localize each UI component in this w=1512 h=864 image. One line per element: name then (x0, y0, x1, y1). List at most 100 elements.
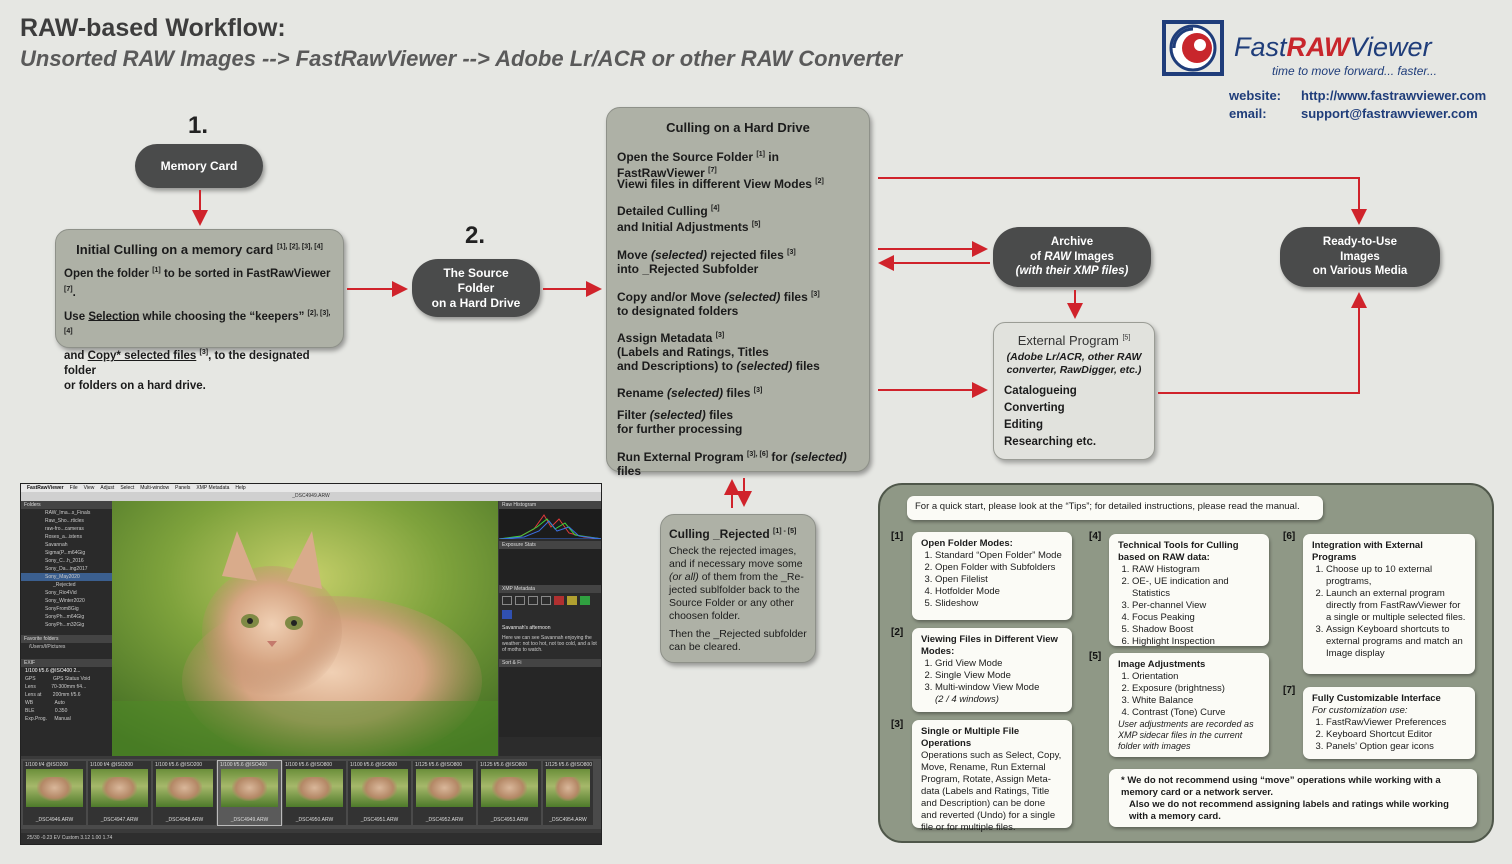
folder-item[interactable]: Savannah (45, 542, 68, 548)
hd-i1: Open the Source Folder (617, 150, 754, 164)
reject-toggle[interactable] (502, 596, 512, 605)
ext-item: Researching etc. (1004, 436, 1097, 448)
fastrawviewer-logo: FastRAWViewer time to move forward... fa… (1160, 18, 1500, 80)
hd-i6c-end: files (795, 359, 820, 373)
source-folder-l1: The Source (443, 265, 509, 280)
folder-item[interactable]: Sony_Da...ing2017 (45, 566, 88, 572)
folder-item[interactable]: Sony_C...h_2016 (45, 558, 84, 564)
ic-line1b: to be sorted in FastRawViewer (163, 267, 331, 280)
exif-key: Exp.Prog. (25, 716, 47, 722)
note-customizable: Fully Customizable Interface For customi… (1303, 687, 1475, 759)
note7-item: Keyboard Shortcut Editor (1326, 729, 1466, 741)
email-link[interactable]: support@fastrawviewer.com (1301, 106, 1478, 121)
folder-item[interactable]: SonyPh...m64Gig (45, 614, 85, 620)
folder-item[interactable]: SonyPh...m32Gig (45, 622, 85, 628)
color-label-blue[interactable] (502, 609, 512, 619)
menu-item[interactable]: File (69, 485, 78, 491)
hd-i6c: and Descriptions) to (617, 359, 734, 373)
warning-2: Also we do not recommend assigning label… (1129, 799, 1449, 822)
folder-item[interactable]: raw-fro...cameras (45, 526, 84, 532)
note2-title: Viewing Files in Different View Modes: (921, 634, 1058, 657)
ic-line1-ref: [1] (152, 267, 161, 274)
menu-item[interactable]: FastRawViewer (27, 485, 64, 491)
exif-value: GPS Status Void (52, 676, 91, 682)
thumbnail-selected[interactable]: 1/100 f/5.6 @ISO400_DSC4949.ARW (217, 760, 282, 826)
thumbnail[interactable]: 1/100 f/4 @ISO200_DSC4946.ARW (23, 761, 86, 825)
cr-p2: Then the _Rejected subfolder can be clea… (669, 628, 807, 653)
source-folder-l3: on a Hard Drive (431, 295, 521, 310)
menu-item[interactable]: Panels (175, 485, 191, 491)
color-label-green[interactable] (580, 596, 590, 605)
thumbnail[interactable]: 1/125 f/5.6 @ISO800_DSC4952.ARW (413, 761, 476, 825)
email-label: email: (1229, 106, 1267, 121)
thumb-caption: 1/125 f/5.6 @ISO800 (415, 762, 463, 768)
folders-header: Folders (21, 501, 112, 509)
folder-item[interactable]: Sony_Rio4Vid (45, 590, 77, 596)
menu-item[interactable]: Multi-window (140, 485, 170, 491)
quick-start-note: For a quick start, please look at the “T… (907, 496, 1323, 520)
thumb-filename: _DSC4951.ARW (360, 817, 399, 823)
initial-culling-box: Initial Culling on a memory card [1], [2… (55, 229, 344, 392)
ref-5: [5] (1089, 651, 1102, 662)
initial-culling-title: Initial Culling on a memory card (76, 242, 274, 257)
thumb-caption: 1/100 f/5.6 @ISO800 (350, 762, 398, 768)
note-technical-tools: Technical Tools for Culling based on RAW… (1109, 534, 1269, 647)
source-folder-l2: Folder (457, 280, 495, 295)
exif-value: Auto (54, 700, 65, 706)
exif-head: 1/100 f/5.6 @ISO400 2... (25, 668, 81, 674)
note7-title: Fully Customizable Interface (1312, 693, 1441, 704)
initial-culling-title-refs: [1], [2], [3], [4] (276, 243, 323, 251)
xmp-title-field[interactable]: Savannah's afternoon (502, 625, 551, 631)
window-title: _DSC4949.ARW (292, 493, 330, 499)
xmp-description-field[interactable]: Here we can see Savannah enjoying the we… (502, 635, 597, 653)
exif-row: GPS GPS Status Void (21, 675, 112, 683)
menu-item[interactable]: Adjust (100, 485, 115, 491)
thumb-caption: 1/100 f/4 @ISO200 (25, 762, 68, 768)
ready-node: Ready-to-Use Images on Various Media (1280, 227, 1440, 287)
memory-card-label: Memory Card (160, 158, 238, 173)
menu-item[interactable]: XMP Metadata (196, 485, 230, 491)
favorites-header: Favorite folders (21, 635, 112, 643)
hd-i5a-it: (selected) (724, 290, 781, 304)
menu-item[interactable]: Select (120, 485, 135, 491)
note4-item: OE-, UE indication and Statistics (1132, 576, 1260, 600)
ic-selection: Selection (88, 310, 140, 323)
hd-i2-ref: [2] (815, 178, 824, 185)
hd-i7a-end: files (726, 386, 751, 400)
cr-p1-it: (or all) (669, 571, 699, 583)
thumbnail[interactable]: 1/100 f/5.6 @ISO800_DSC4950.ARW (283, 761, 346, 825)
star-icon[interactable] (515, 596, 525, 605)
thumb-filename: _DSC4950.ARW (295, 817, 334, 823)
ext-item: Catalogueing (1004, 385, 1077, 397)
ic-line3b: , to the designated folder (64, 350, 310, 378)
folder-item[interactable]: Roses_a...istens (45, 534, 82, 540)
folder-item[interactable]: Raw_Sho...rticles (45, 518, 84, 524)
color-label-red[interactable] (554, 596, 564, 605)
archive-node: Archive of RAW Images (with their XMP fi… (993, 227, 1151, 287)
thumbnail[interactable]: 1/100 f/5.6 @ISO800 _DSC4951.ARW (348, 761, 411, 825)
folder-item[interactable]: RAW_Ima...s_Finals (45, 510, 91, 516)
folder-item[interactable]: _Rejected (53, 582, 76, 588)
favorite-item[interactable]: /Users/l/Pictures (29, 644, 66, 650)
thumbnail[interactable]: 1/125 f/5.6 @ISO800_DSC4953.ARW (478, 761, 541, 825)
folder-item[interactable]: Sony_Winter2020 (45, 598, 85, 604)
color-label-yellow[interactable] (567, 596, 577, 605)
menu-item[interactable]: View (83, 485, 95, 491)
main-image-view[interactable] (112, 501, 498, 756)
note6-item: Choose up to 10 external progtrams, (1326, 564, 1466, 588)
note7-item: Panels’ Option gear icons (1326, 741, 1466, 753)
folder-item-selected[interactable]: Sony_May2020 (21, 573, 112, 581)
menu-item[interactable]: Help (235, 485, 246, 491)
hd-i8b: for further processing (617, 422, 743, 436)
website-link[interactable]: http://www.fastrawviewer.com (1301, 88, 1487, 103)
folder-item[interactable]: SonyFrom8Gig (45, 606, 79, 612)
star-icon[interactable] (528, 596, 538, 605)
raw-histogram-icon (498, 509, 601, 540)
star-icon[interactable] (541, 596, 551, 605)
thumbnail[interactable]: 1/100 f/5.6 @ISO200_DSC4948.ARW (153, 761, 216, 825)
thumbnail[interactable]: 1/100 f/4 @ISO200_DSC4947.ARW (88, 761, 151, 825)
thumbnail[interactable]: 1/125 f/5.6 @ISO800_DSC4954.ARW (543, 761, 593, 825)
hd-i5a: Copy and/or Move (617, 290, 722, 304)
warning-note: * We do not recommend using “move” opera… (1109, 769, 1477, 827)
folder-item[interactable]: Sigma(P...m64Gig (45, 550, 86, 556)
